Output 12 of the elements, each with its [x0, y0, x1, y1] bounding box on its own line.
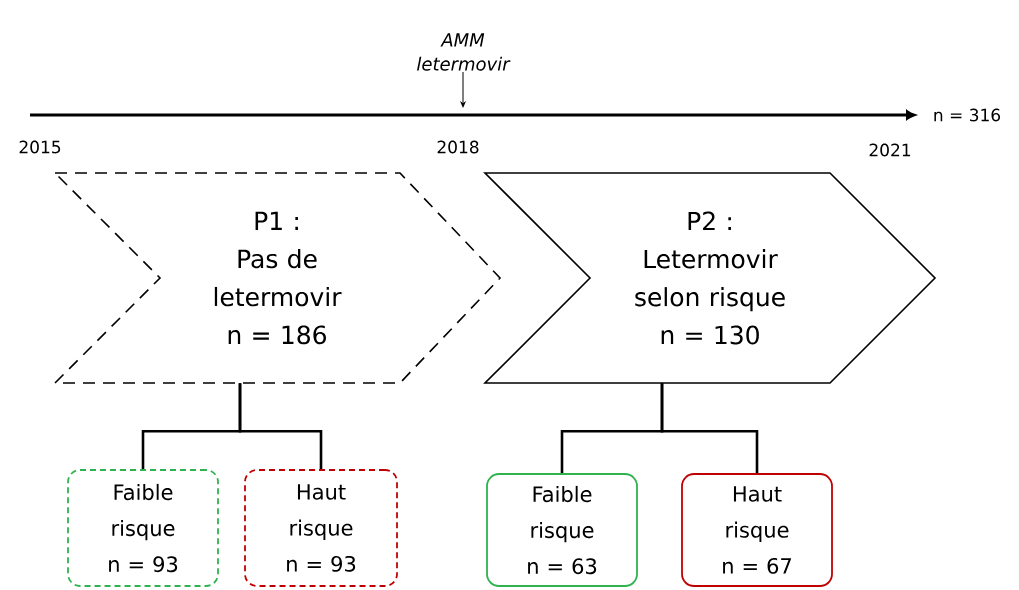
year-label: 2021: [869, 143, 911, 157]
arrow: [460, 71, 466, 108]
tree-connector: [660, 383, 759, 474]
risk-box: Haut risque n = 93: [244, 469, 398, 587]
risk-box: Haut risque n = 67: [681, 473, 833, 587]
count-label: n = 316: [934, 108, 1001, 122]
annotation-text: AMM letermovir: [417, 33, 511, 71]
tree-connector: [238, 383, 323, 470]
year-label: 2015: [19, 140, 61, 154]
risk-box: Faible risque n = 63: [486, 473, 638, 587]
year-label: 2018: [437, 140, 479, 154]
risk-box: Faible risque n = 93: [67, 469, 219, 587]
